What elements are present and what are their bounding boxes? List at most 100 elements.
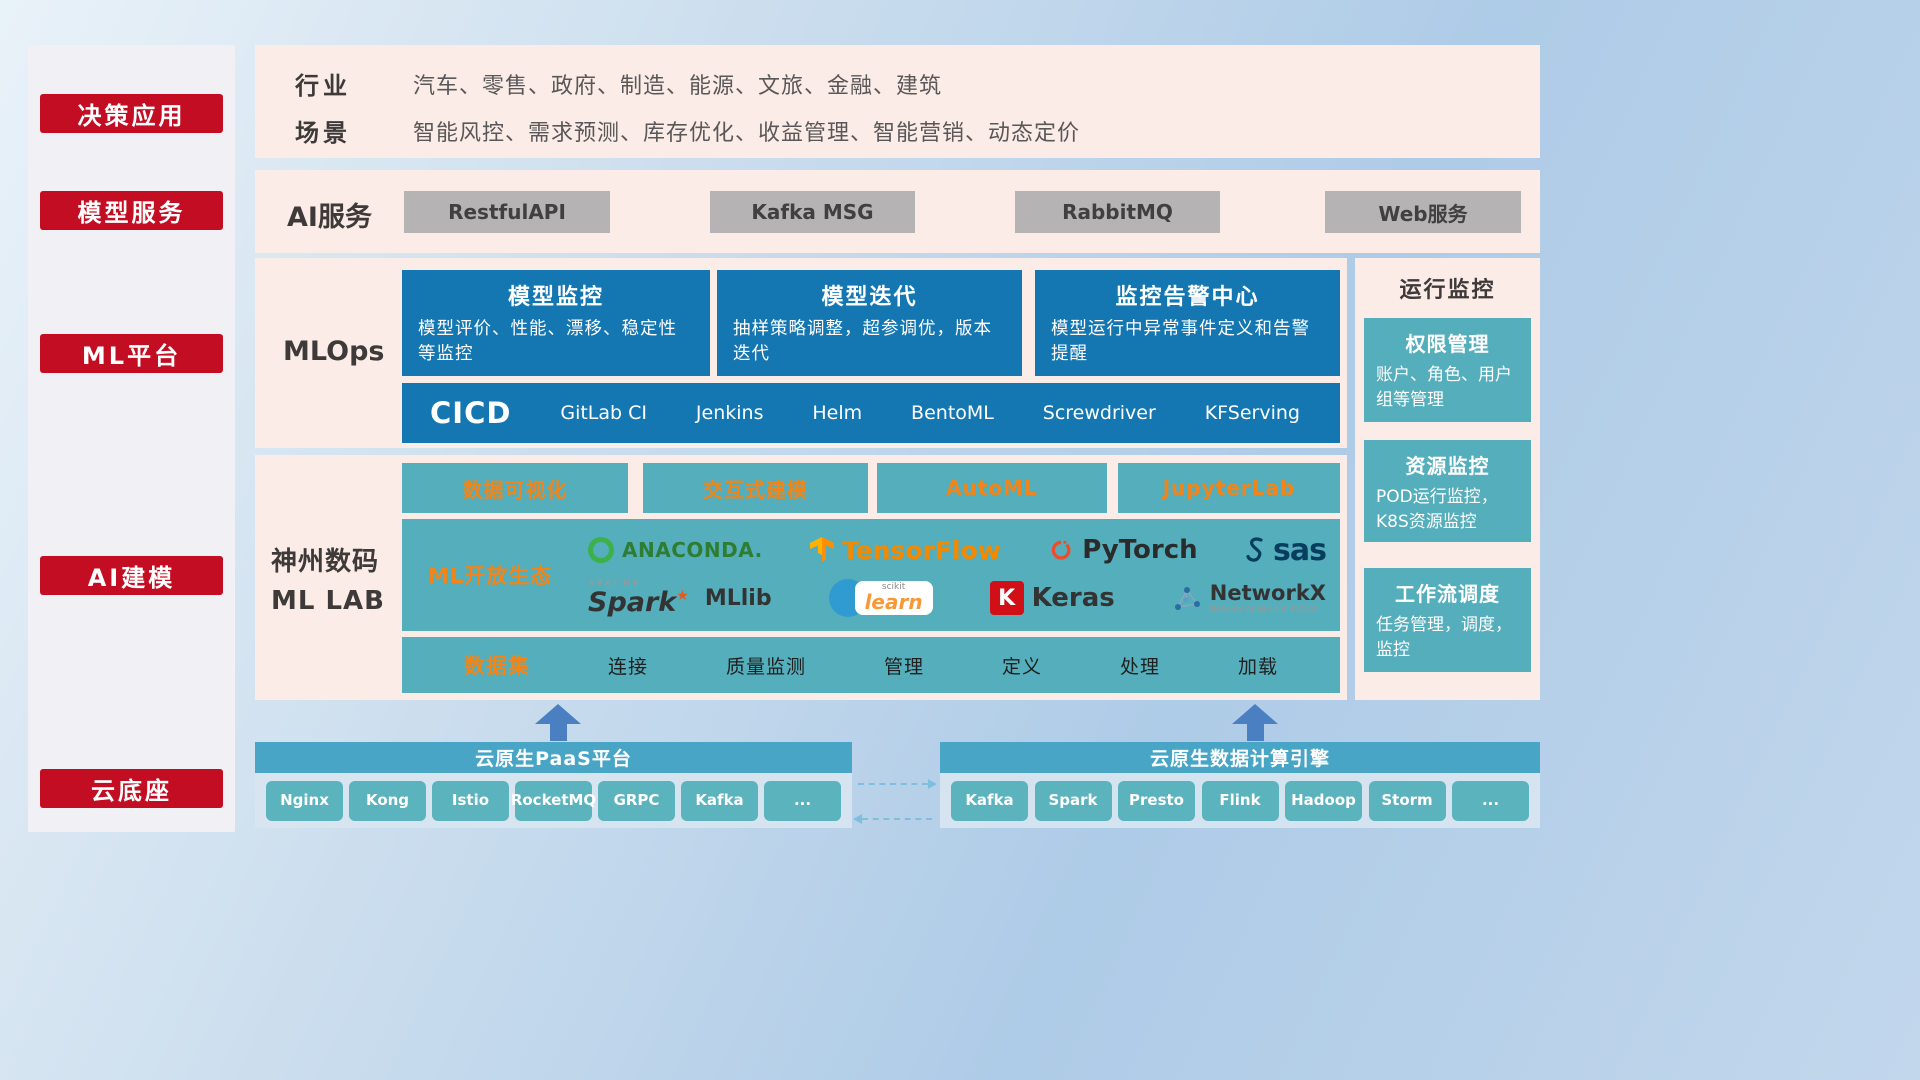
card-desc: POD运行监控，K8S资源监控 [1376,487,1498,532]
arrow-stem [549,724,567,741]
anaconda-logo: ANACONDA. [588,537,763,564]
arrow-stem [1246,724,1264,741]
paas-chip-istio[interactable]: Istio [432,780,509,821]
lab-tool-jupyterlab[interactable]: JupyterLab [1118,463,1340,513]
card-title: 权限管理 [1405,332,1490,356]
ai-service-label: AI服务 [287,202,372,233]
card-desc: 抽样策略调整，超参调优，版本迭代 [733,319,992,364]
paas-chip-rocketmq[interactable]: RocketMQ [511,780,596,821]
lab-tool-interactive-modeling[interactable]: 交互式建模 [643,463,868,513]
dataset-item-define: 定义 [1001,655,1042,678]
cicd-tool-helm: Helm [812,402,863,424]
mllib-wordmark: MLlib [704,585,772,611]
run-monitor-panel: 运行监控 权限管理 账户、角色、用户组等管理 资源监控 POD运行监控，K8S资… [1355,258,1540,700]
scikit-label: scikit [881,582,906,593]
engine-chip-more[interactable]: ... [1452,780,1529,821]
card-desc: 账户、角色、用户组等管理 [1376,365,1512,410]
engine-chip-presto[interactable]: Presto [1118,780,1195,821]
service-button-rabbitmq[interactable]: RabbitMQ [1015,191,1220,233]
paas-platform-strip: Nginx Kong Istio RocketMQ GRPC Kafka ... [255,773,852,828]
ml-lab-label-line2: ML LAB [271,586,385,616]
dataset-item-manage: 管理 [883,655,924,678]
spark-mllib-logo: APACHE Spark★ MLlib [588,579,772,619]
card-title: 资源监控 [1405,454,1490,478]
dataset-bar: 数据集 连接 质量监测 管理 定义 处理 加载 [402,637,1340,693]
keras-icon: K [989,581,1024,616]
sidebar-button-ai-modeling[interactable]: AI建模 [40,556,223,595]
networkx-subtitle: Network Analysis in Python [1209,604,1319,614]
monitor-card-workflow: 工作流调度 任务管理，调度，监控 [1364,568,1531,672]
dataset-item-process: 处理 [1119,655,1160,678]
card-desc: 模型运行中异常事件定义和告警提醒 [1051,319,1310,364]
cicd-tool-gitlab-ci: GitLab CI [560,402,647,424]
ecosystem-logo-row: APACHE Spark★ MLlib scikit learn K [588,579,1326,619]
data-engine-strip: Kafka Spark Presto Flink Hadoop Storm ..… [940,773,1540,828]
data-engine-bar: 云原生数据计算引擎 [940,742,1540,773]
ml-lab-label-line1: 神州数码 [271,547,380,577]
sas-logo: sas [1245,532,1327,568]
tensorflow-logo: TensorFlow [810,536,1001,565]
anaconda-wordmark: ANACONDA. [622,538,763,563]
engine-chip-storm[interactable]: Storm [1368,780,1446,821]
card-desc: 任务管理，调度，监控 [1376,615,1512,660]
sidebar-button-decision-app[interactable]: 决策应用 [40,94,223,133]
engine-chip-kafka[interactable]: Kafka [951,780,1028,821]
networkx-wordmark-stack: NetworkX Network Analysis in Python [1210,582,1326,614]
cicd-tool-kfserving: KFServing [1204,402,1300,424]
service-button-restfulapi[interactable]: RestfulAPI [404,191,610,233]
pytorch-logo: PyTorch [1048,535,1198,566]
dashed-arrow-left [853,814,932,824]
networkx-icon [1174,587,1200,611]
paas-chip-more[interactable]: ... [764,780,841,821]
cicd-bar: CICD GitLab CI Jenkins Helm BentoML Scre… [402,383,1340,443]
sas-wordmark: sas [1273,532,1327,568]
industry-list: 汽车、零售、政府、制造、能源、文旅、金融、建筑 [413,74,943,99]
paas-chip-kafka[interactable]: Kafka [681,780,758,821]
spark-star-icon: ★ [676,588,689,605]
sidebar-button-cloud-base[interactable]: 云底座 [40,769,223,808]
lab-tool-data-visualization[interactable]: 数据可视化 [402,463,628,513]
sidebar: 决策应用 模型服务 ML平台 AI建模 云底座 [28,45,235,832]
cicd-tool-bentoml: BentoML [911,402,994,424]
ml-lab-label: 神州数码 ML LAB [271,543,385,621]
paas-chip-nginx[interactable]: Nginx [266,780,343,821]
arrow-head [1232,704,1278,724]
decision-panel: 行业 汽车、零售、政府、制造、能源、文旅、金融、建筑 场景 智能风控、需求预测、… [255,45,1540,158]
service-button-kafka-msg[interactable]: Kafka MSG [710,191,915,233]
industry-label: 行业 [295,72,351,100]
mlops-card-model-iteration: 模型迭代 抽样策略调整，超参调优，版本迭代 [717,270,1022,376]
ecosystem-logo-row: ANACONDA. TensorFlow [588,532,1327,568]
tensorflow-icon [810,537,835,563]
arrow-head [535,704,581,724]
card-title: 模型监控 [507,285,604,310]
dataset-item-load: 加载 [1237,655,1278,678]
scene-list: 智能风控、需求预测、库存优化、收益管理、智能营销、动态定价 [413,121,1081,146]
engine-chip-hadoop[interactable]: Hadoop [1285,780,1362,821]
scene-label: 场景 [295,119,351,147]
ml-lab-panel: 神州数码 ML LAB 数据可视化 交互式建模 AutoML JupyterLa… [255,455,1347,700]
cicd-tool-screwdriver: Screwdriver [1042,402,1156,424]
sidebar-button-ml-platform[interactable]: ML平台 [40,334,223,373]
paas-chip-grpc[interactable]: GRPC [598,780,675,821]
mlops-card-alert-center: 监控告警中心 模型运行中异常事件定义和告警提醒 [1035,270,1340,376]
spark-wordmark: Spark [588,587,677,619]
learn-wordmark: learn [864,590,923,615]
sidebar-button-model-service[interactable]: 模型服务 [40,191,223,230]
paas-chip-kong[interactable]: Kong [349,780,426,821]
engine-chip-flink[interactable]: Flink [1201,780,1279,821]
keras-logo: K Keras [989,581,1115,616]
scikit-learn-card: scikit learn [854,581,933,616]
cicd-tool-jenkins: Jenkins [695,402,764,424]
dashed-arrow-right [858,779,937,789]
card-title: 工作流调度 [1395,582,1500,606]
up-arrow-engine [1232,704,1278,741]
pytorch-wordmark: PyTorch [1082,535,1198,566]
dataset-label: 数据集 [464,654,530,678]
networkx-logo: NetworkX Network Analysis in Python [1172,582,1326,614]
engine-chip-spark[interactable]: Spark [1034,780,1112,821]
service-button-web[interactable]: Web服务 [1325,191,1521,233]
spark-apache-label: APACHE [588,579,642,590]
card-title: 监控告警中心 [1115,285,1260,310]
lab-tool-automl[interactable]: AutoML [877,463,1107,513]
card-desc: 模型评价、性能、漂移、稳定性等监控 [418,319,677,364]
